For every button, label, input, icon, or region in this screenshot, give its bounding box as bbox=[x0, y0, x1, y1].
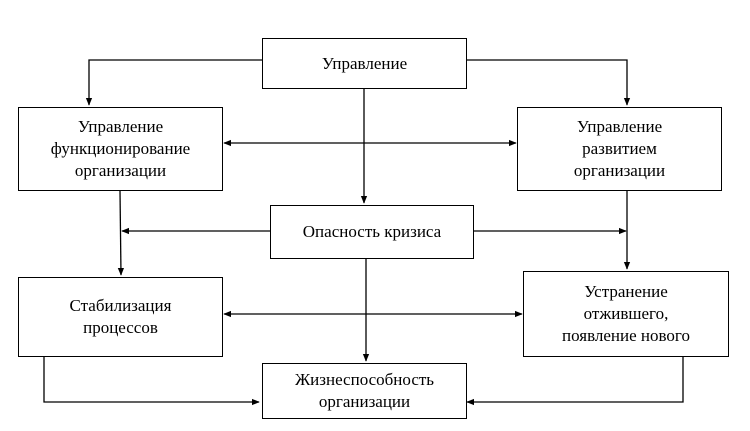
edge-management-to-development bbox=[467, 59, 631, 106]
node-viability: Жизнеспособность организации bbox=[262, 363, 467, 419]
node-functioning-label: Управление функционирование организации bbox=[50, 117, 191, 180]
node-development-label: Управление развитием организации bbox=[573, 117, 666, 180]
node-management: Управление bbox=[262, 38, 467, 89]
edge-functioning-to-stabilization bbox=[117, 190, 125, 276]
node-stabilization-label: Стабилизация процессов bbox=[69, 296, 172, 337]
node-crisis-label: Опасность кризиса bbox=[302, 222, 442, 241]
node-viability-label: Жизнеспособность организации bbox=[294, 370, 435, 411]
node-elimination-label: Устранение отжившего, появление нового bbox=[562, 282, 690, 345]
edge-management-to-functioning bbox=[85, 59, 262, 106]
edge-stabilization-to-viability bbox=[43, 357, 260, 406]
node-stabilization: Стабилизация процессов bbox=[18, 277, 223, 357]
node-management-label: Управление bbox=[321, 53, 408, 73]
node-crisis: Опасность кризиса bbox=[270, 205, 474, 259]
node-functioning: Управление функционирование организации bbox=[18, 107, 223, 191]
node-development: Управление развитием организации bbox=[517, 107, 722, 191]
edge-elimination-to-viability bbox=[466, 357, 684, 406]
node-elimination: Устранение отжившего, появление нового bbox=[523, 271, 729, 357]
